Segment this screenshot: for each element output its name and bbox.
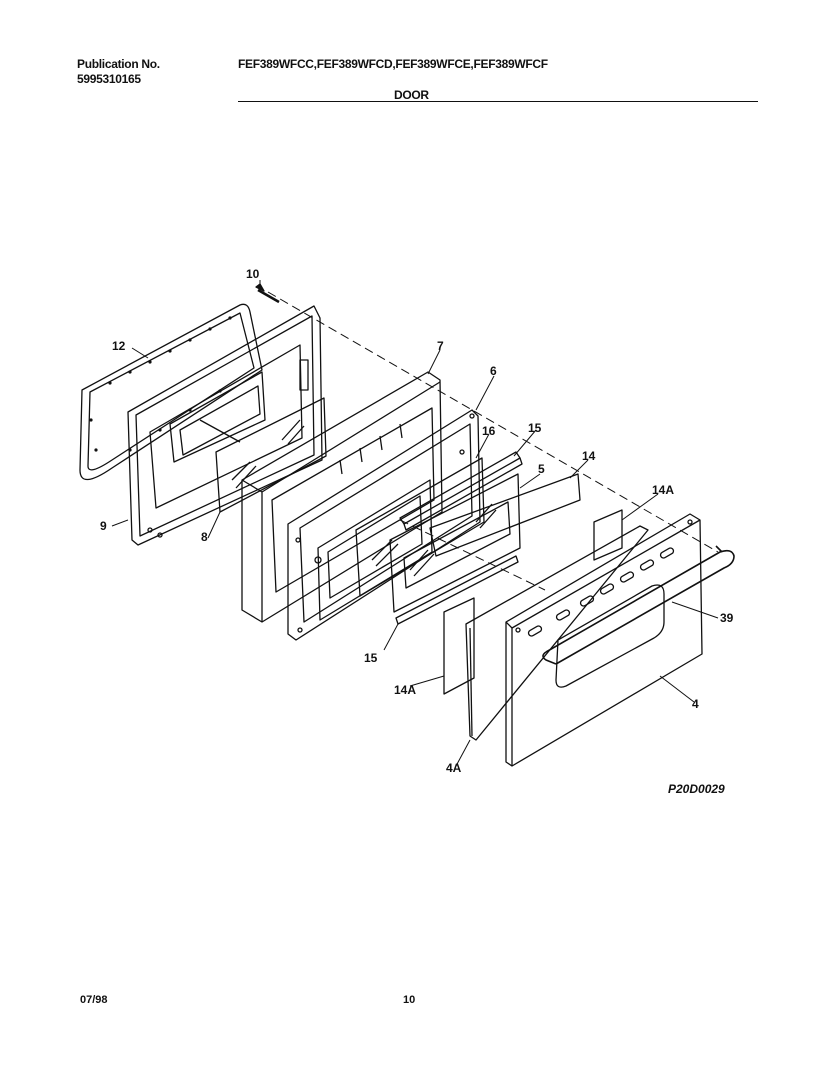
callout-15-top: 15 [528, 421, 542, 435]
door-trim-strip-part [465, 525, 649, 741]
callout-12: 12 [112, 339, 126, 353]
callout-8: 8 [201, 530, 208, 544]
insulation-part [241, 371, 443, 623]
header-rule [238, 101, 758, 102]
callout-39: 39 [720, 611, 734, 625]
callout-16: 16 [482, 424, 496, 438]
door-gasket-part [79, 303, 263, 481]
door-handle-part [542, 545, 735, 665]
inner-door-liner-part [127, 305, 323, 546]
middle-glass-part [355, 457, 485, 597]
diagram-code: P20D0029 [668, 782, 725, 796]
callout-7: 7 [437, 339, 444, 353]
page-number: 10 [403, 994, 416, 1006]
glass-shield-part [429, 473, 581, 557]
callout-4: 4 [692, 697, 699, 711]
screw-part [255, 283, 280, 304]
door-frame-part [287, 409, 481, 641]
callout-5: 5 [538, 462, 545, 476]
assembly-axis-lines [267, 291, 719, 591]
footer-date: 07/98 [80, 994, 108, 1006]
door-vent-slots [527, 547, 675, 637]
model-numbers: FEF389WFCC,FEF389WFCD,FEF389WFCE,FEF389W… [238, 57, 548, 71]
section-title: DOOR [394, 88, 429, 102]
insulation-pad-lower-part [443, 597, 475, 695]
inner-glass-part [215, 397, 327, 513]
publication-label: Publication No. [77, 57, 160, 71]
callout-14a-bottom: 14A [394, 683, 416, 697]
callout-14a-top: 14A [652, 483, 674, 497]
callout-14: 14 [582, 449, 596, 463]
callout-leader-lines [111, 280, 719, 767]
glass-retainer-bottom-part [395, 555, 519, 625]
callout-10: 10 [246, 267, 260, 281]
callout-15-bottom: 15 [364, 651, 378, 665]
publication-number: 5995310165 [77, 72, 141, 86]
outer-door-panel-part [505, 513, 703, 767]
part-callouts: 10 12 9 8 7 6 16 15 5 14 14A 39 15 14A 4… [100, 267, 734, 775]
insulation-pad-upper-part [593, 509, 623, 561]
callout-4a: 4A [446, 761, 462, 775]
glass-retainer-top-part [399, 451, 523, 531]
callout-9: 9 [100, 519, 107, 533]
callout-6: 6 [490, 364, 497, 378]
